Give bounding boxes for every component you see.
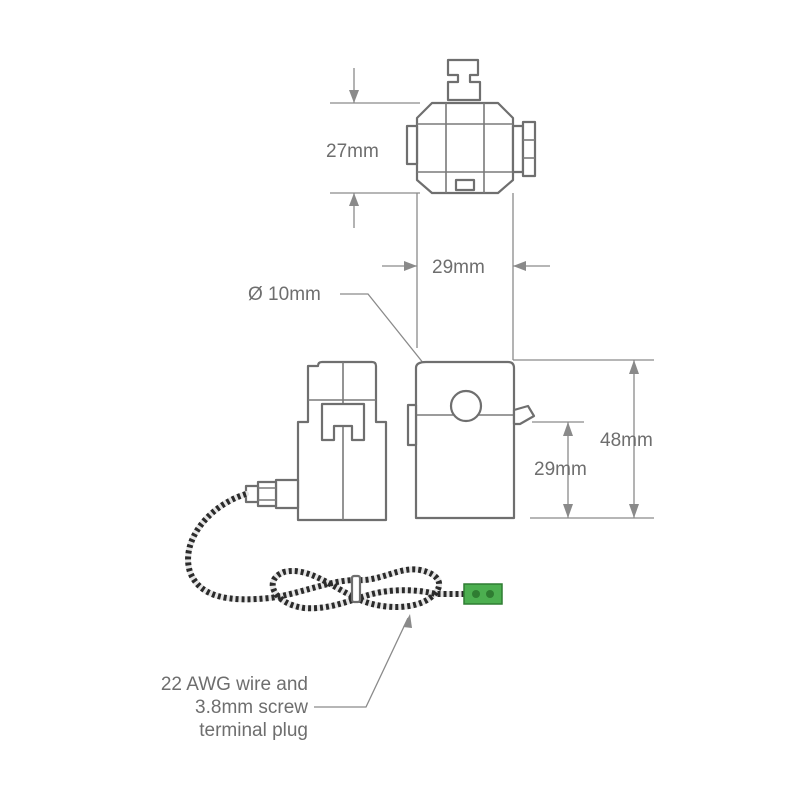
dimension-48mm: 48mm	[513, 359, 654, 519]
dimension-27mm: 27mm	[326, 68, 420, 228]
terminal-plug	[463, 583, 503, 605]
width-label: 29mm	[432, 257, 485, 278]
side-view-sensor	[244, 360, 388, 522]
dimension-width-29mm: 29mm	[382, 193, 550, 360]
body-height-label: 29mm	[534, 459, 587, 480]
wire-note-line-1: 22 AWG wire and	[161, 674, 308, 695]
top-height-label: 27mm	[326, 141, 379, 162]
top-view-sensor	[405, 58, 537, 195]
dimension-body-29mm: 29mm	[532, 421, 587, 518]
wire-note-line-2: 3.8mm screw	[195, 697, 308, 718]
wire-leader	[314, 614, 412, 708]
aperture-label: Ø 10mm	[248, 284, 321, 305]
wire-note-line-3: terminal plug	[199, 720, 308, 741]
total-height-label: 48mm	[600, 430, 653, 451]
twisted-wire	[185, 491, 469, 612]
front-view-sensor	[406, 360, 536, 520]
